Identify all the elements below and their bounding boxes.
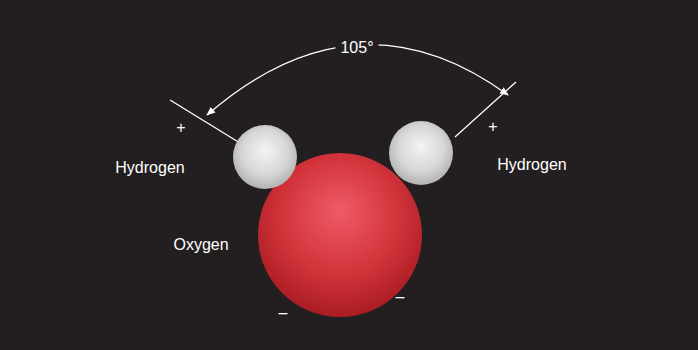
charge-sign: +	[488, 118, 497, 136]
atom-name: Hydrogen	[115, 159, 184, 177]
angle-value: 105°	[335, 39, 378, 57]
charge-sign: –	[396, 288, 405, 306]
angle-line	[170, 100, 240, 143]
hydrogen-atom	[233, 125, 297, 189]
hydrogen-atom	[389, 121, 453, 185]
charge-sign: +	[176, 119, 185, 137]
angle-line	[455, 82, 516, 137]
charge-sign: –	[279, 304, 288, 322]
atom-name: Hydrogen	[497, 156, 566, 174]
atom-name: Oxygen	[173, 236, 228, 254]
